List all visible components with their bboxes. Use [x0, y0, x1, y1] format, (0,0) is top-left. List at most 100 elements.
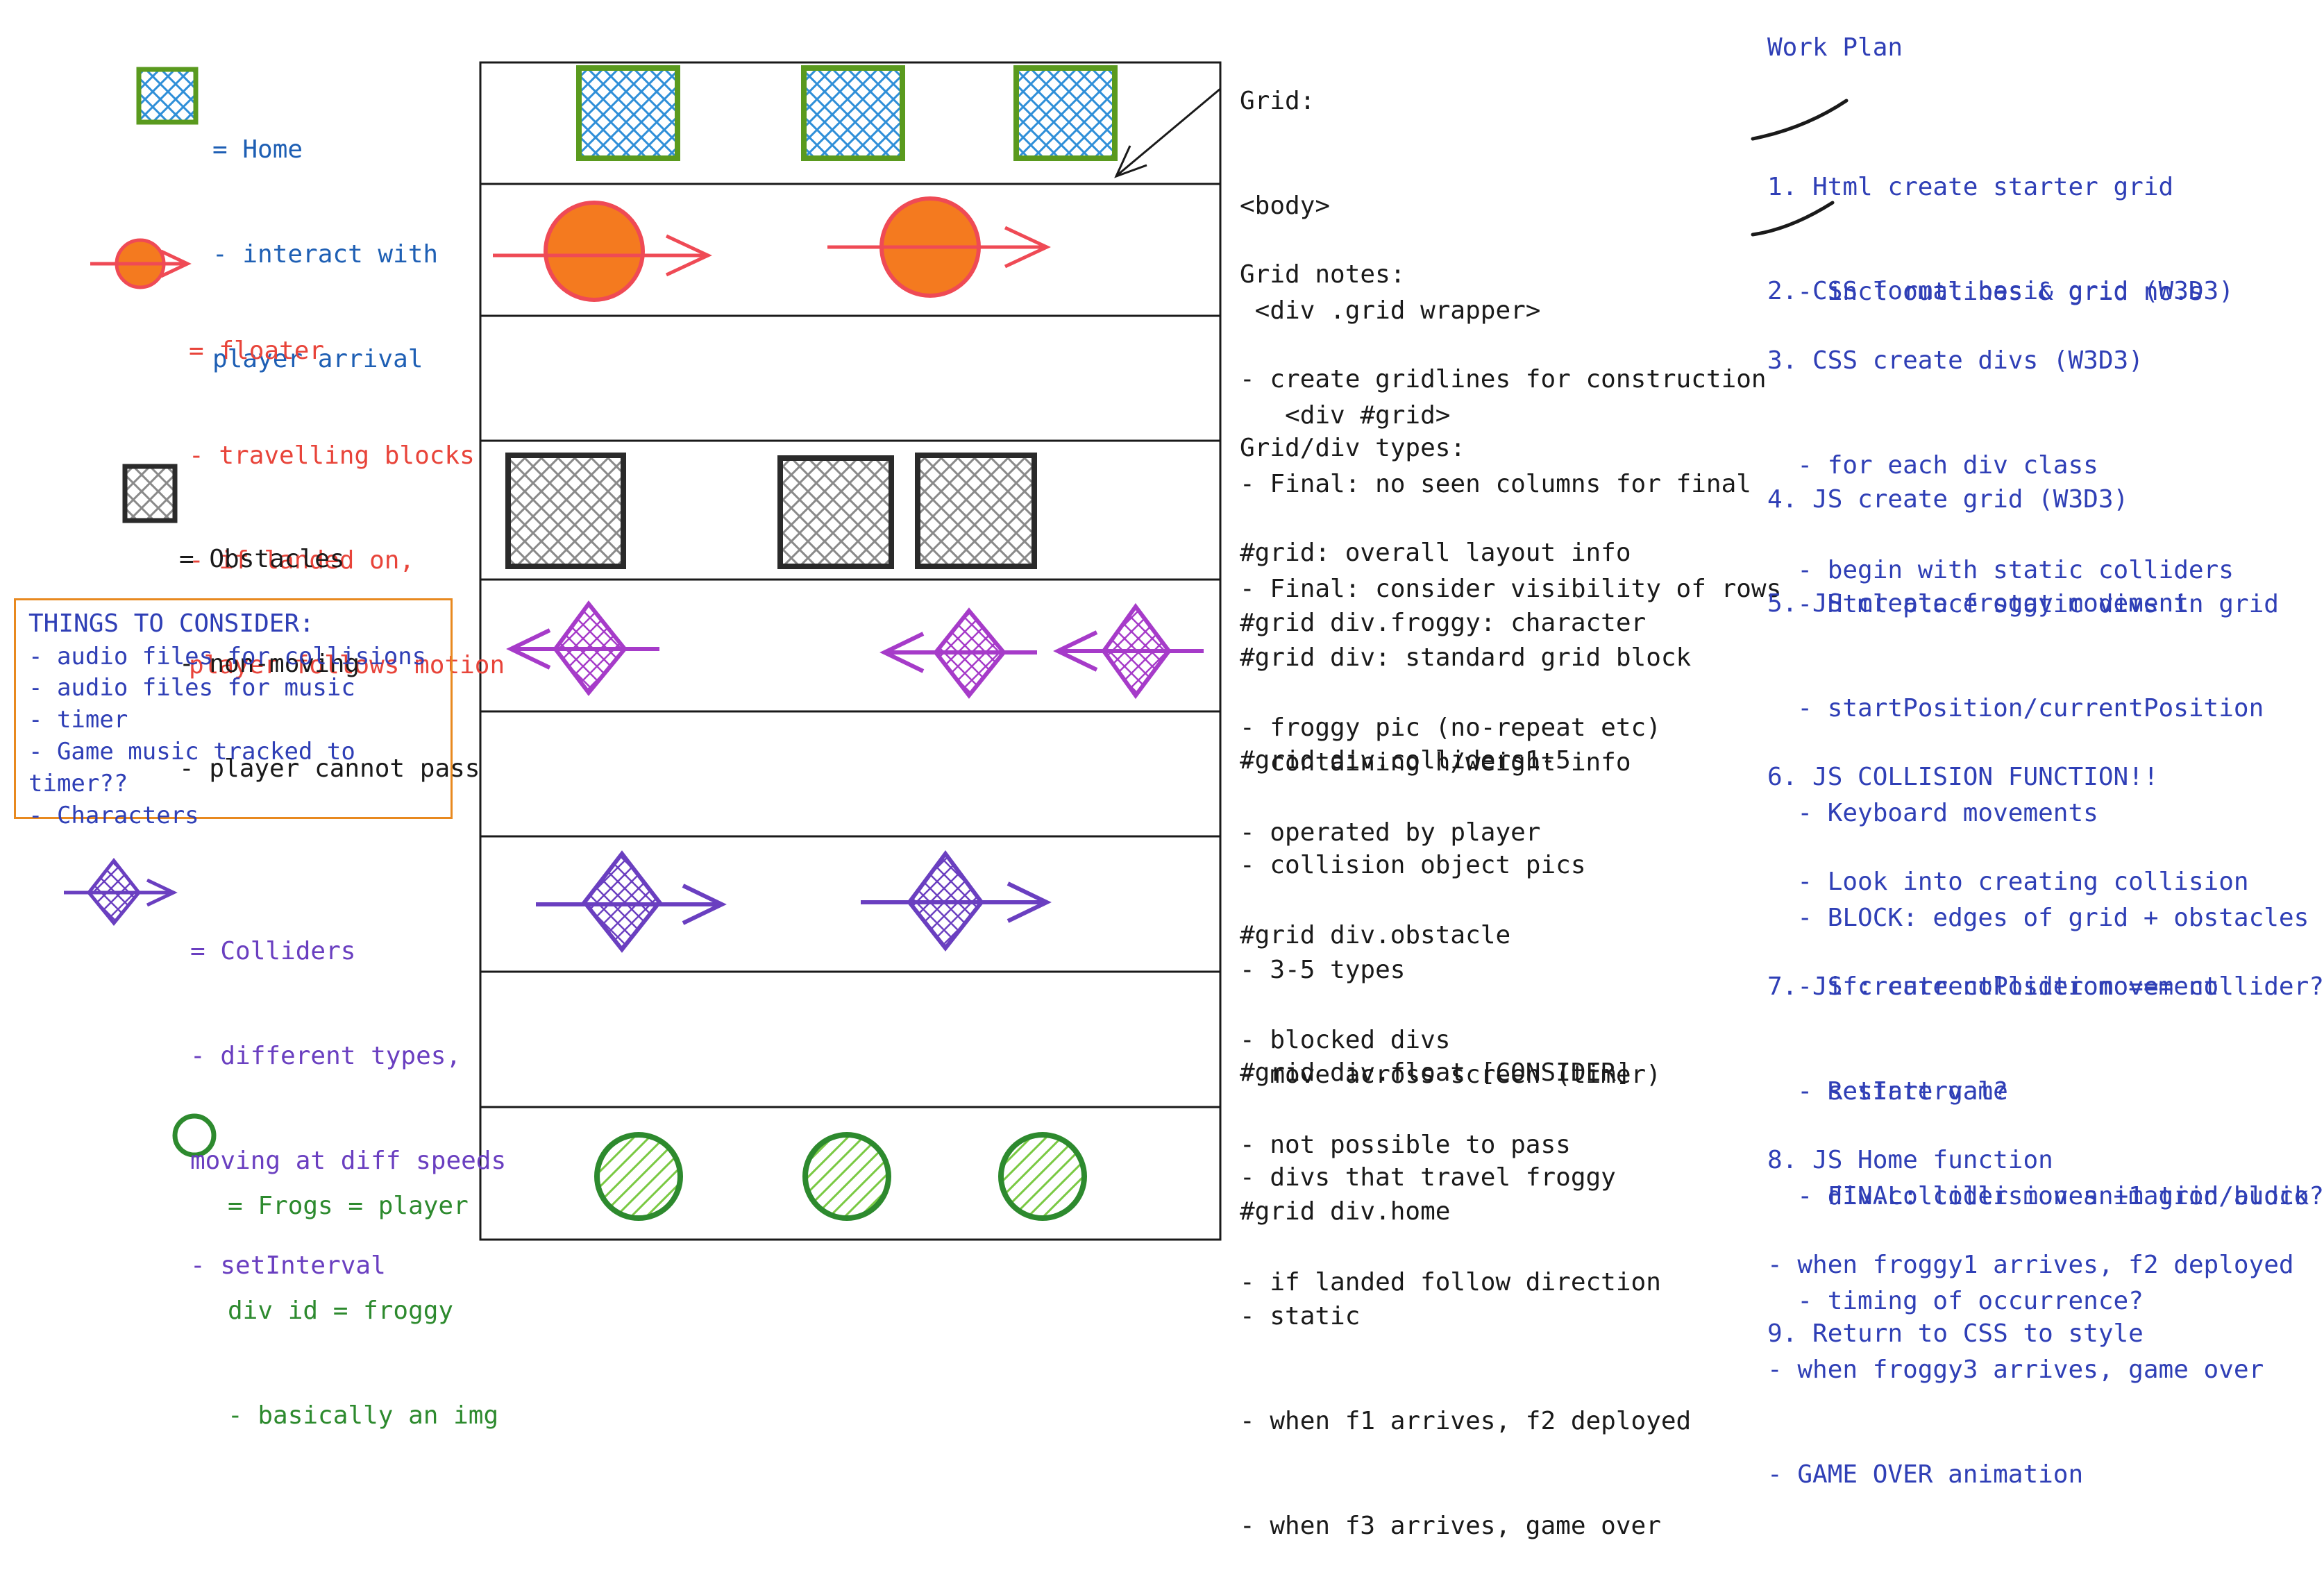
frog-row	[594, 1132, 1087, 1221]
legend-icons	[64, 67, 217, 1158]
strike-step-2	[1751, 201, 1835, 237]
notes-line: Grid:	[1240, 86, 1315, 115]
frogs-legend-line: = Frogs = player	[228, 1191, 469, 1220]
notes-line: - blocked divs	[1240, 1025, 1451, 1054]
frog	[594, 1132, 683, 1221]
consider-item: - audio files for collisions	[28, 642, 427, 670]
notes-line: - static	[1240, 1301, 1361, 1331]
completed-strikes	[1751, 99, 1849, 237]
notes-line: - containing h/weight info	[1240, 748, 1631, 777]
plan-line: - Restart game	[1767, 1077, 2008, 1106]
notes-line: - not possible to pass	[1240, 1131, 1571, 1160]
notes-line: - move across screen (timer)	[1240, 1061, 1661, 1090]
notes-line: #grid div.home	[1240, 1197, 1451, 1226]
work-plan-step-3: 3. CSS create divs (W3D3) - for each div…	[1767, 273, 2234, 623]
obstacle-block	[505, 453, 626, 569]
plan-line: - div.collider moves +1 grid block	[1767, 1182, 2309, 1211]
float-notes: #grid div.float [CONSIDER] - divs that t…	[1240, 986, 1661, 1335]
plan-line: 8. JS Home function	[1767, 1145, 2053, 1174]
work-plan-step-2: 2. CSS format basic grid (W3D3)	[1767, 204, 2234, 344]
colliders-legend: = Colliders - different types, moving at…	[190, 864, 506, 1319]
floater-legend-line: - travelling blocks	[189, 441, 475, 470]
frog-legend-icon	[172, 1113, 217, 1158]
grid-frame	[479, 61, 1222, 1241]
plan-line: 6. JS COLLISION FUNCTION!!	[1767, 762, 2159, 791]
plan-line: - Keyboard movements	[1767, 799, 2098, 828]
plan-line: 2. CSS format basic grid (W3D3)	[1767, 276, 2234, 305]
obstacles-legend-line: - player cannot pass	[179, 754, 480, 784]
frogs-legend-line: div id = froggy	[228, 1296, 454, 1325]
strike-step-1	[1751, 99, 1849, 141]
frog	[998, 1132, 1087, 1221]
plan-line: 1. Html create starter grid	[1767, 172, 2174, 201]
notes-line: <div .grid wrapper>	[1240, 296, 1541, 326]
home-legend: = Home - interact with player arrival	[212, 62, 438, 412]
frogs-legend-line: - basically an img	[228, 1401, 499, 1430]
notes-line: - when f1 arrives, f2 deployed	[1240, 1407, 1692, 1436]
plan-line: - BLOCK: edges of grid + obstacles	[1767, 904, 2309, 933]
plan-line: - begin with static colliders	[1767, 556, 2234, 585]
grid-types-notes: Grid/div types: #grid: overall layout in…	[1240, 361, 1691, 816]
notes-line: - create gridlines for construction	[1240, 364, 1767, 394]
consider-item: - timer	[28, 706, 128, 734]
notes-line: - Final: consider visibility of rows	[1240, 575, 1782, 604]
plan-line: - Html place static divs in grid	[1767, 589, 2279, 618]
plan-line: - startPosition/currentPosition	[1767, 693, 2264, 723]
obstacle-block	[915, 453, 1037, 569]
work-plan-step-7: 7. JS create collider movement - setInte…	[1767, 900, 2309, 1354]
notes-line: Grid/div types:	[1240, 433, 1466, 462]
plan-line: - FINAL: collision animation/audio?	[1767, 1182, 2324, 1211]
things-to-consider-box: THINGS TO CONSIDER: - audio files for co…	[14, 598, 453, 829]
colliders-legend-line: - setInterval	[190, 1251, 386, 1281]
work-plan-title: Work Plan	[1767, 33, 1903, 62]
home-row	[576, 65, 1118, 161]
froggy-notes: #grid div.froggy: character - froggy pic…	[1240, 536, 1661, 886]
plan-line: 3. CSS create divs (W3D3)	[1767, 346, 2144, 375]
consider-item: - Game music tracked to timer??	[28, 738, 355, 798]
obstacles-legend-line: - non-moving	[179, 649, 360, 678]
grid-notes: Grid notes: - create gridlines for const…	[1240, 187, 1781, 642]
collider-row-left	[506, 600, 1204, 700]
plan-line: - GAME OVER animation	[1767, 1460, 2084, 1489]
floater	[544, 201, 645, 302]
work-plan-step-6: 6. JS COLLISION FUNCTION!! - Look into c…	[1767, 690, 2324, 1249]
work-plan-step-9: 9. Return to CSS to style	[1767, 1247, 2144, 1387]
floater-legend-line: - if landed on,	[189, 546, 415, 575]
notes-line: - 3-5 types	[1240, 956, 1406, 985]
obstacle-notes: #grid div.obstacle - blocked divs - not …	[1240, 848, 1571, 1198]
home-block	[576, 65, 680, 161]
colliders-legend-line: - different types,	[190, 1041, 462, 1070]
notes-line: #grid div.colliders1-5	[1240, 745, 1571, 775]
notes-line: #grid div.float [CONSIDER]	[1240, 1058, 1631, 1087]
floater-legend-line: player follows motion	[189, 651, 505, 680]
home-block	[1013, 65, 1118, 161]
home-notes: #grid div.home - static - when f1 arrive…	[1240, 1124, 1691, 1579]
plan-line: - timing of occurrence?	[1767, 1287, 2144, 1316]
frog	[802, 1132, 891, 1221]
plan-line: 5. JS create froggy movement	[1767, 589, 2189, 618]
work-plan-step-5: 5. JS create froggy movement - startPosi…	[1767, 516, 2309, 971]
consider-title: THINGS TO CONSIDER:	[28, 609, 314, 638]
consider-item: - Characters	[28, 802, 199, 830]
notes-line: <div #grid>	[1240, 401, 1451, 430]
consider-item: - audio files for music	[28, 674, 355, 702]
home-legend-line: = Home	[212, 135, 303, 164]
plan-line: - setInterval?	[1767, 1076, 2008, 1106]
home-legend-line: - interact with	[212, 239, 439, 269]
pointer-arrow	[1114, 87, 1221, 178]
notes-line: - collision object pics	[1240, 850, 1586, 879]
work-plan-step-1: 1. Html create starter grid - incl outli…	[1767, 100, 2204, 345]
home-legend-line: player arrival	[212, 345, 423, 374]
obstacles-legend: = Obstacles - non-moving - player cannot…	[179, 472, 480, 822]
colliders-notes: #grid div.colliders1-5 - collision objec…	[1240, 673, 1661, 1128]
plan-line: - when froggy1 arrives, f2 deployed	[1767, 1250, 2294, 1279]
notes-line: <body>	[1240, 191, 1331, 220]
plan-line: - for each div class	[1767, 450, 2098, 480]
floater-legend-line: = floater	[189, 336, 325, 365]
notes-line: - when f3 arrives, game over	[1240, 1512, 1661, 1541]
obstacle-row	[505, 453, 1037, 569]
collider-row-right	[536, 850, 1052, 953]
notes-line: Grid notes:	[1240, 260, 1406, 289]
plan-line: - if: currentPosition === collider?	[1767, 972, 2324, 1002]
floater-legend: = floater - travelling blocks - if lande…	[189, 264, 505, 718]
